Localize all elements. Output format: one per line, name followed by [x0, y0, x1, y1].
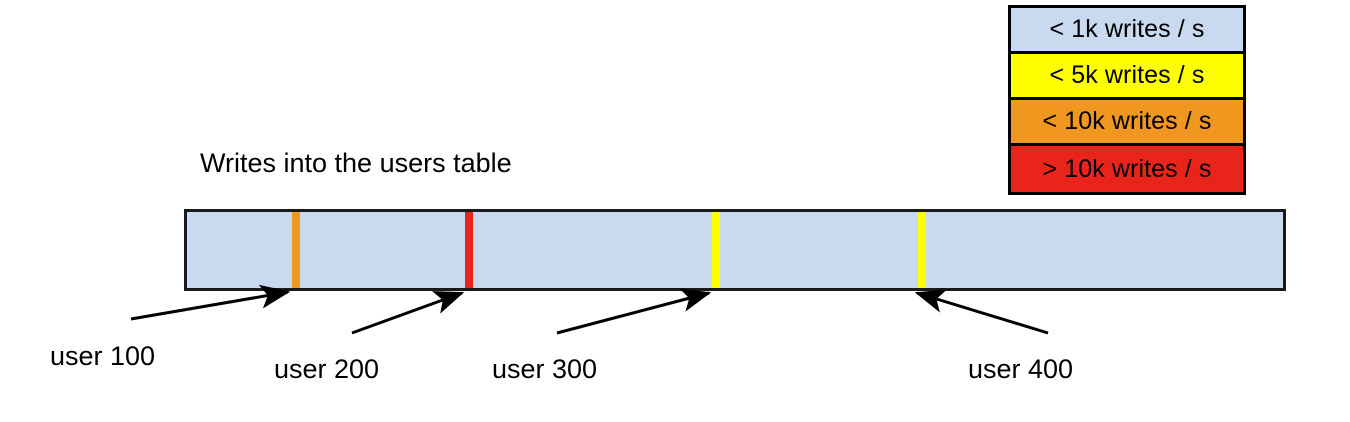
legend-label-lt-5k: < 5k writes / s — [1049, 61, 1205, 89]
legend-row-lt-1k: < 1k writes / s — [1011, 8, 1243, 54]
legend-label-lt-10k: < 10k writes / s — [1042, 107, 1212, 135]
write-rate-legend: < 1k writes / s < 5k writes / s < 10k wr… — [1008, 5, 1246, 195]
stripe-user-100 — [292, 212, 300, 288]
callout-user-200: user 200 — [274, 354, 380, 384]
arrow-user-100 — [130, 284, 291, 321]
stripe-user-300 — [712, 212, 720, 288]
legend-label-gt-10k: > 10k writes / s — [1042, 154, 1212, 183]
legend-label-lt-1k: < 1k writes / s — [1049, 15, 1205, 43]
arrow-user-400 — [914, 289, 1049, 335]
legend-row-gt-10k: > 10k writes / s — [1011, 146, 1243, 192]
stripe-user-400 — [918, 212, 926, 288]
callout-user-300: user 300 — [492, 354, 598, 384]
arrow-user-300 — [556, 288, 712, 335]
arrow-user-200 — [351, 291, 465, 335]
chart-title: Writes into the users table — [200, 148, 512, 178]
callout-user-100: user 100 — [50, 341, 156, 371]
legend-row-lt-10k: < 10k writes / s — [1011, 100, 1243, 146]
stripe-user-200 — [465, 212, 473, 288]
callout-user-400: user 400 — [968, 354, 1074, 384]
legend-row-lt-5k: < 5k writes / s — [1011, 54, 1243, 100]
users-table-keyspace-bar — [184, 209, 1286, 291]
